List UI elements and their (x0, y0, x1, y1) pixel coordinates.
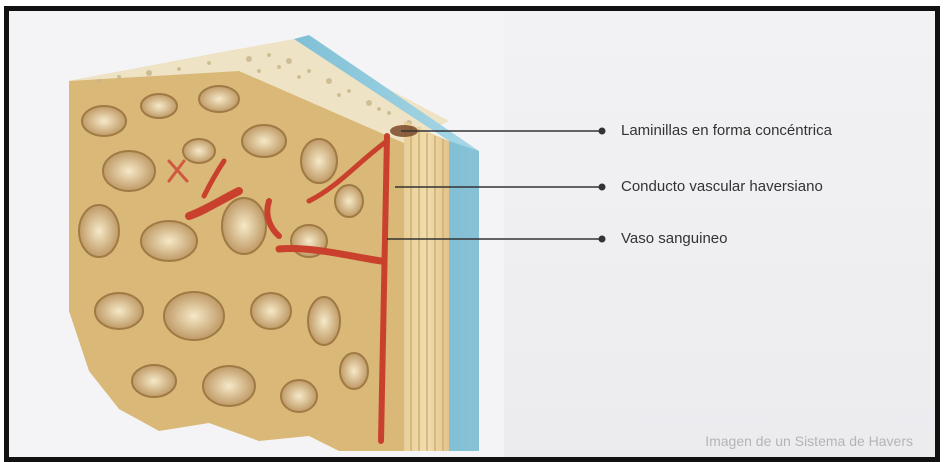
haversian-system-illustration (9, 11, 935, 457)
image-caption: Imagen de un Sistema de Havers (705, 433, 913, 449)
leader-dot-lamellae (599, 128, 606, 135)
leader-dot-vessel (599, 236, 606, 243)
label-haversian-canal: Conducto vascular haversiano (621, 178, 823, 195)
label-lamellae: Laminillas en forma concéntrica (621, 122, 832, 139)
diagram-frame: Laminillas en forma concéntrica Conducto… (4, 6, 940, 462)
label-blood-vessel: Vaso sanguineo (621, 230, 727, 247)
leader-dot-haversian (599, 184, 606, 191)
